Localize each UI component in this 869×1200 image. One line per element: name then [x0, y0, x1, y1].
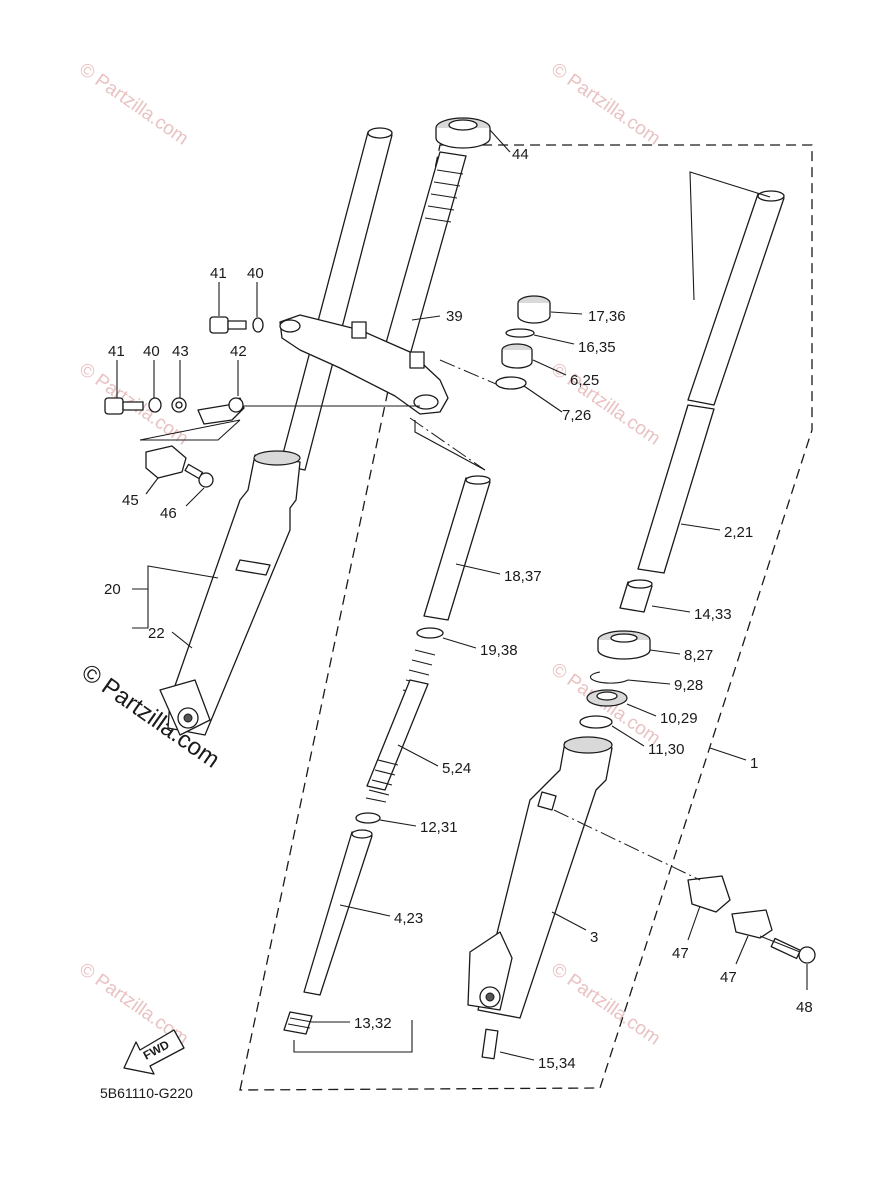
ring-12-31 — [355, 812, 381, 824]
callout-3: 3 — [590, 929, 598, 946]
callout-47-a: 47 — [672, 945, 689, 962]
exploded-fork-right — [467, 190, 816, 1060]
callout-39: 39 — [446, 308, 463, 325]
callout-2-21: 2,21 — [724, 524, 753, 541]
rebound-spring — [283, 1011, 313, 1035]
callout-16-35: 16,35 — [578, 339, 616, 356]
callout-45: 45 — [122, 492, 139, 509]
watermark: © Partzilla.com — [547, 359, 664, 450]
callout-5-24: 5,24 — [442, 760, 471, 777]
callouts: 44 39 17,36 16,35 6,25 7,26 41 40 41 40 … — [104, 129, 813, 1072]
callout-12-31: 12,31 — [420, 819, 458, 836]
callout-22: 22 — [148, 625, 165, 642]
callout-11-30: 11,30 — [648, 741, 684, 758]
callout-10-29: 10,29 — [660, 710, 698, 727]
callout-8-27: 8,27 — [684, 647, 713, 664]
inner-tube-lower — [637, 404, 715, 574]
bolt-41-lower — [104, 397, 124, 415]
watermark: © Partzilla.com — [547, 959, 664, 1050]
fwd-arrow-icon: FWD — [123, 1029, 185, 1075]
inner-tube-upper — [687, 193, 785, 406]
callout-41-top: 41 — [210, 265, 227, 282]
holder-47-a — [687, 875, 731, 913]
washer-19-38 — [416, 627, 444, 639]
o-ring-16-35 — [505, 328, 535, 338]
callout-4-23: 4,23 — [394, 910, 423, 927]
callout-42: 42 — [230, 343, 247, 360]
diagram-code: 5B61110-G220 — [100, 1085, 193, 1101]
callout-44: 44 — [512, 146, 529, 163]
holder-47-b — [731, 909, 773, 939]
fork-spring-top — [402, 649, 436, 696]
clip — [589, 671, 629, 684]
washer-40-lower — [148, 397, 162, 413]
bolt-41-top — [209, 316, 229, 334]
callout-40-lower: 40 — [143, 343, 160, 360]
bolt-46 — [198, 472, 214, 488]
callout-9-28: 9,28 — [674, 677, 703, 694]
o-ring-7-26 — [495, 376, 527, 390]
callout-46: 46 — [160, 505, 177, 522]
fork-tube-left — [279, 131, 393, 471]
callout-20: 20 — [104, 581, 121, 598]
internal-parts — [283, 295, 551, 1035]
callout-19-38: 19,38 — [480, 642, 518, 659]
watermark: © Partzilla.com — [75, 59, 192, 150]
axle-boss-right — [467, 931, 513, 1011]
callout-40-top: 40 — [247, 265, 264, 282]
callout-1: 1 — [750, 755, 758, 772]
holder-45 — [145, 445, 187, 479]
callout-6-25: 6,25 — [570, 372, 599, 389]
spacer — [423, 477, 491, 621]
damper-rod — [303, 831, 373, 996]
washer-40-top — [252, 317, 264, 333]
outer-tube-left — [167, 454, 301, 736]
callout-41-lower: 41 — [108, 343, 125, 360]
callout-14-33: 14,33 — [694, 606, 732, 623]
watermark: © Partzilla.com — [547, 59, 664, 150]
fork-spring-bottom — [365, 759, 399, 803]
callout-13-32: 13,32 — [354, 1015, 392, 1032]
left-hardware — [104, 316, 420, 488]
bolt-48 — [798, 946, 816, 964]
callout-17-36: 17,36 — [588, 308, 626, 325]
callout-48: 48 — [796, 999, 813, 1016]
outer-tube-right — [477, 741, 613, 1019]
callout-15-34: 15,34 — [538, 1055, 576, 1072]
callout-18-37: 18,37 — [504, 568, 542, 585]
washer-11-30 — [579, 715, 613, 729]
callout-47-b: 47 — [720, 969, 737, 986]
assembled-fork — [159, 117, 491, 736]
callout-7-26: 7,26 — [562, 407, 591, 424]
callout-43: 43 — [172, 343, 189, 360]
drain-bolt — [481, 1028, 499, 1060]
